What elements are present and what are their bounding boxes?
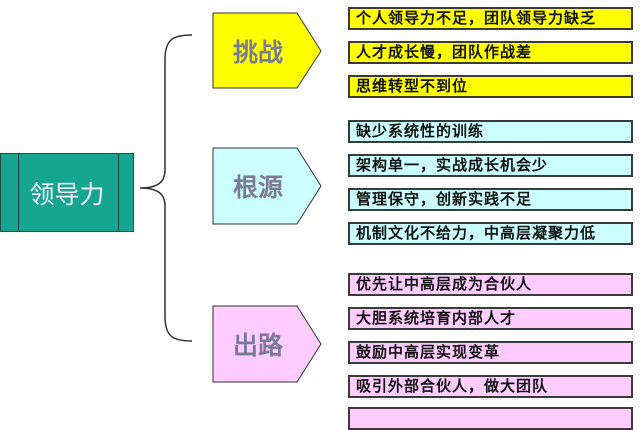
challenge-item: 个人领导力不足，团队领导力缺乏 [348,7,633,30]
root-label: 领导力 [29,179,105,209]
solution-item: 鼓励中高层实现变革 [348,341,633,364]
root-node: 领导力 [0,153,134,232]
category-label-challenge: 挑战 [232,38,283,67]
solution-item-partial [348,407,633,430]
category-arrow-challenge [212,12,322,89]
divider [18,154,19,231]
root-cause-item: 架构单一，实战成长机会少 [348,154,633,177]
solution-item: 吸引外部合伙人，做大团队 [348,375,633,398]
diagram-shapes [139,12,322,383]
brace-connector [139,34,193,342]
root-cause-item: 缺少系统性的训练 [348,120,633,143]
divider [118,154,119,231]
challenge-item: 思维转型不到位 [348,75,633,98]
root-cause-item: 机制文化不给力，中高层凝聚力低 [348,222,633,245]
category-label-root-cause: 根源 [232,173,283,202]
root-cause-item: 管理保守，创新实践不足 [348,188,633,211]
challenge-item: 人才成长慢，团队作战差 [348,41,633,64]
solution-item: 优先让中高层成为合伙人 [348,273,633,296]
solution-item: 大胆系统培育内部人才 [348,307,633,330]
category-arrow-root-cause [212,147,322,225]
category-label-solution: 出路 [232,331,283,360]
category-arrow-solution [212,305,322,383]
